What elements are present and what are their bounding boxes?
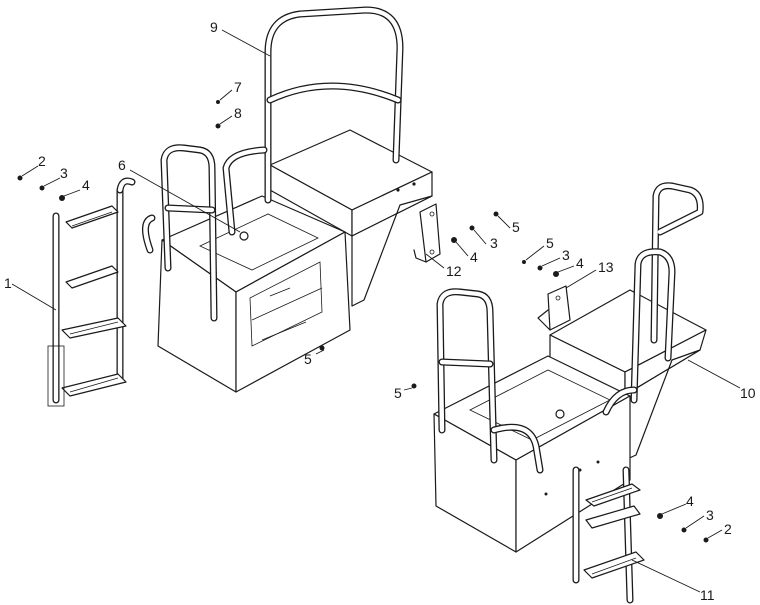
callout-7: 7: [234, 79, 242, 95]
callout-2: 2: [724, 521, 732, 537]
callout-3: 3: [562, 247, 570, 263]
callout-4: 4: [686, 493, 694, 509]
callout-4: 4: [576, 255, 584, 271]
callout-8: 8: [234, 105, 242, 121]
callout-labels: 1 2 3 4 5 6 7 8 9 5 3 4 12 5 3 4 13 10 5…: [4, 19, 756, 603]
bracket-13: [537, 285, 571, 331]
leader-lines: [11, 29, 741, 593]
callout-11: 11: [700, 587, 715, 603]
left-platform-assembly: [142, 6, 433, 393]
left-lid-knob: [239, 231, 249, 241]
callout-6: 6: [118, 157, 126, 173]
left-support-bracket: [351, 195, 433, 307]
callout-1: 1: [4, 275, 12, 291]
left-fasteners: [17, 100, 325, 351]
callout-4: 4: [470, 249, 478, 265]
callout-3: 3: [706, 507, 714, 523]
left-box-side: [235, 231, 351, 393]
callout-5: 5: [394, 385, 402, 401]
callout-10: 10: [740, 385, 756, 401]
callout-13: 13: [598, 259, 614, 275]
left-ladder: [47, 177, 136, 407]
right-lid-knob: [555, 409, 565, 419]
callout-5: 5: [546, 235, 554, 251]
left-box-opening: [249, 261, 323, 347]
callout-5: 5: [512, 219, 520, 235]
callout-12: 12: [446, 263, 462, 279]
callout-4: 4: [82, 177, 90, 193]
callout-5: 5: [304, 351, 312, 367]
callout-9: 9: [210, 19, 218, 35]
callout-3: 3: [60, 165, 68, 181]
right-platform-assembly: [433, 182, 707, 553]
callout-2: 2: [38, 153, 46, 169]
right-fasteners: [411, 211, 709, 543]
bracket-12: [413, 203, 441, 263]
callout-3: 3: [490, 235, 498, 251]
left-box-lid: [199, 213, 319, 271]
right-ladder: [572, 466, 645, 604]
